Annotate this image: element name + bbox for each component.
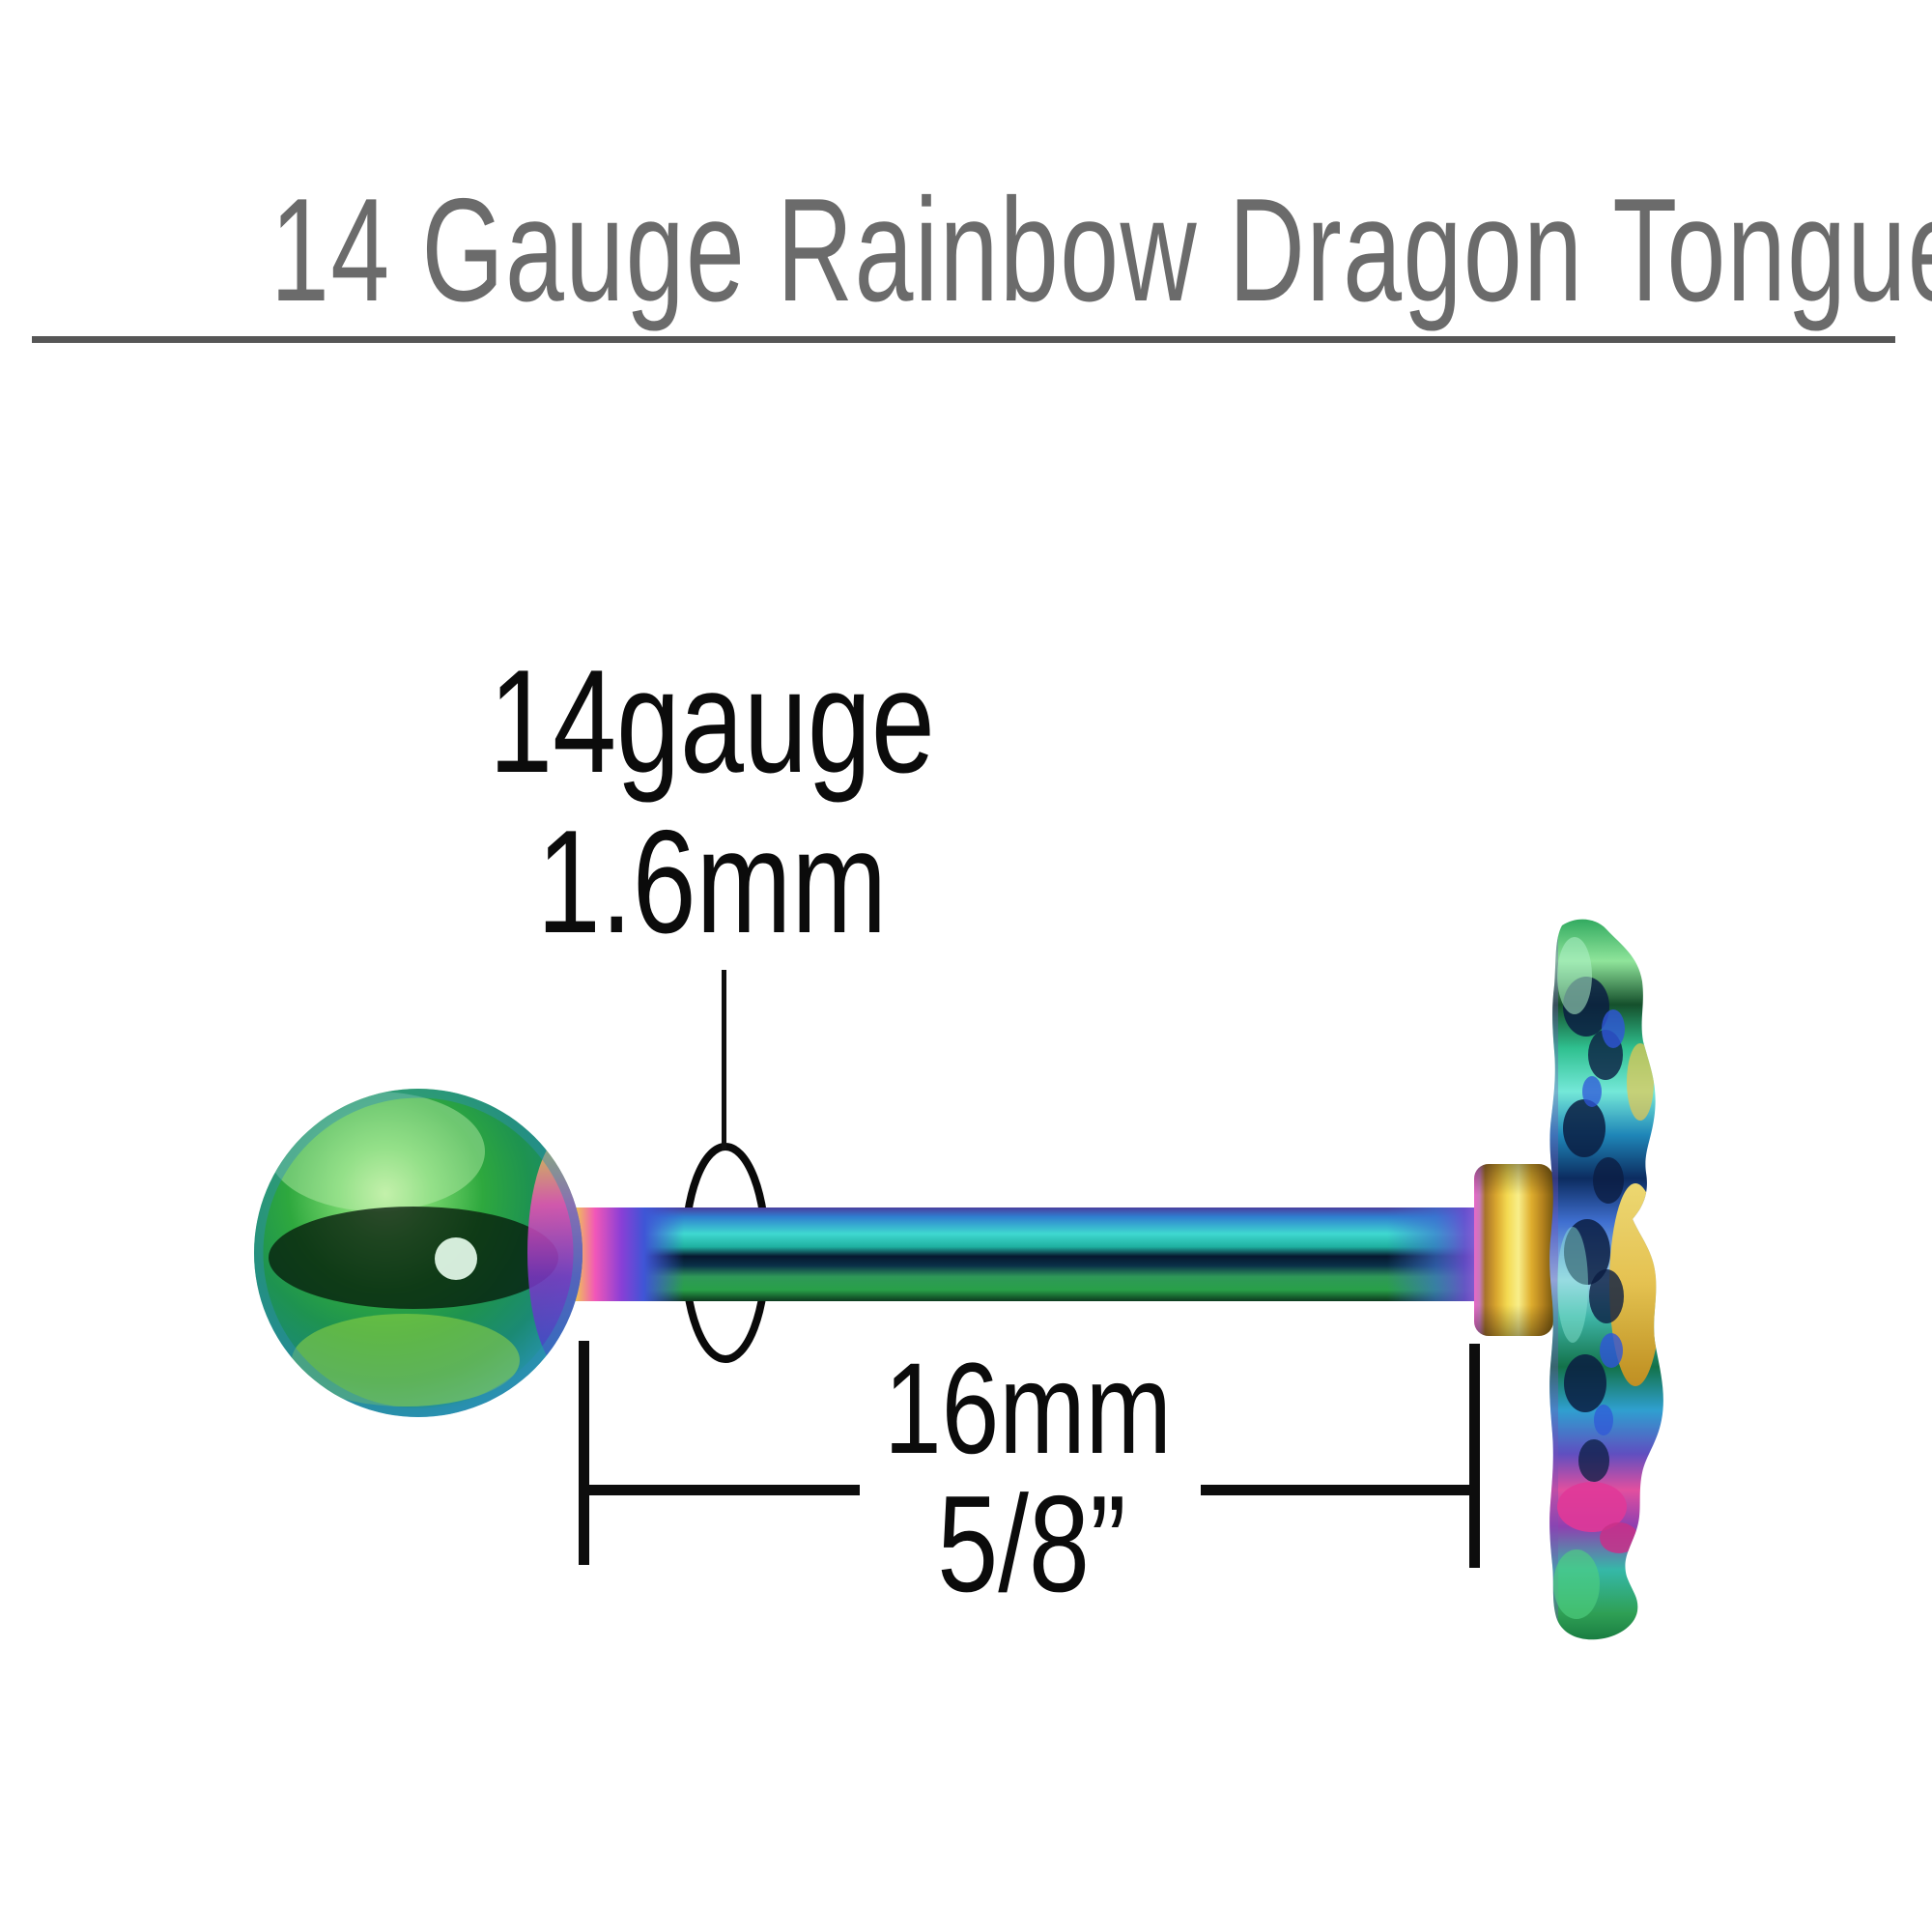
dragon-charm xyxy=(1549,919,1663,1640)
gauge-label-line2: 1.6mm xyxy=(536,800,888,964)
gauge-label-line1: 14gauge xyxy=(489,639,935,804)
length-label-imperial: 5/8” xyxy=(937,1467,1126,1621)
length-label-metric: 16mm xyxy=(884,1337,1172,1481)
dimension-right-bracket xyxy=(1469,1344,1480,1568)
barbell-ball xyxy=(254,1089,582,1417)
gauge-pointer-line xyxy=(722,970,726,1150)
dimension-line-right-segment xyxy=(1201,1485,1480,1495)
barbell-shaft xyxy=(570,1208,1484,1301)
dimension-line-left-segment xyxy=(579,1485,860,1495)
title-underline xyxy=(32,336,1895,343)
dimension-left-bracket xyxy=(579,1341,589,1565)
charm-disc xyxy=(1474,1164,1553,1336)
page-title: 14 Gauge Rainbow Dragon Tongue Ring xyxy=(270,168,1932,332)
length-dimension-lines xyxy=(579,1341,1480,1568)
gauge-label: 14gauge 1.6mm xyxy=(489,641,935,962)
